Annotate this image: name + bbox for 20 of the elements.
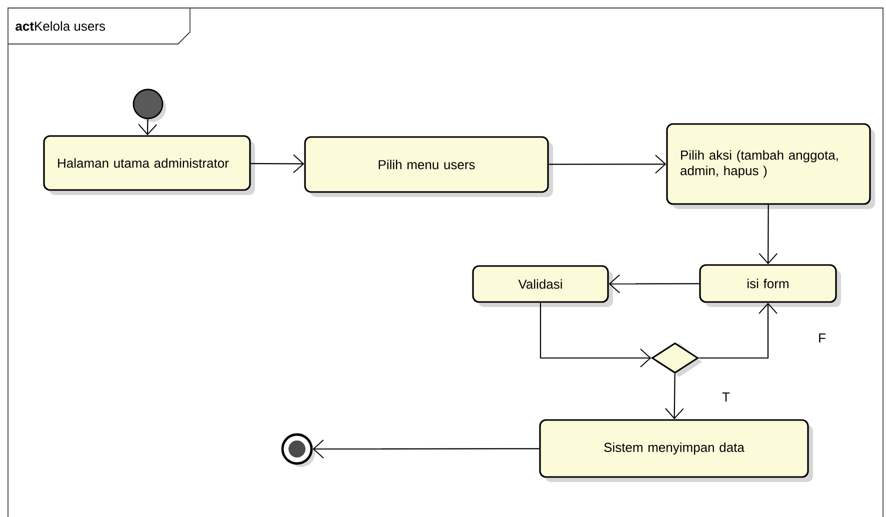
action-box: Pilih aksi (tambah anggota, admin, hapus ) (666, 123, 875, 209)
diagram-title: actKelola users (16, 21, 106, 31)
arrow (664, 374, 684, 420)
arrow (540, 302, 652, 368)
guard-label: T (721, 392, 731, 402)
action-box: Halaman utama administrator (43, 135, 255, 195)
start-node (132, 88, 166, 122)
arrow (548, 154, 666, 174)
guard-label: F (817, 332, 827, 344)
arrow (698, 302, 778, 359)
arrow (608, 274, 700, 294)
decision-diamond (650, 342, 702, 377)
end-node (281, 433, 315, 467)
action-box: Sistem menyimpan data (539, 419, 813, 482)
action-box: isi form (699, 264, 841, 307)
arrow (758, 204, 778, 264)
arrow (312, 439, 540, 458)
arrow (250, 154, 304, 174)
action-box: Pilih menu users (304, 136, 553, 197)
action-box: Validasi (472, 265, 613, 307)
